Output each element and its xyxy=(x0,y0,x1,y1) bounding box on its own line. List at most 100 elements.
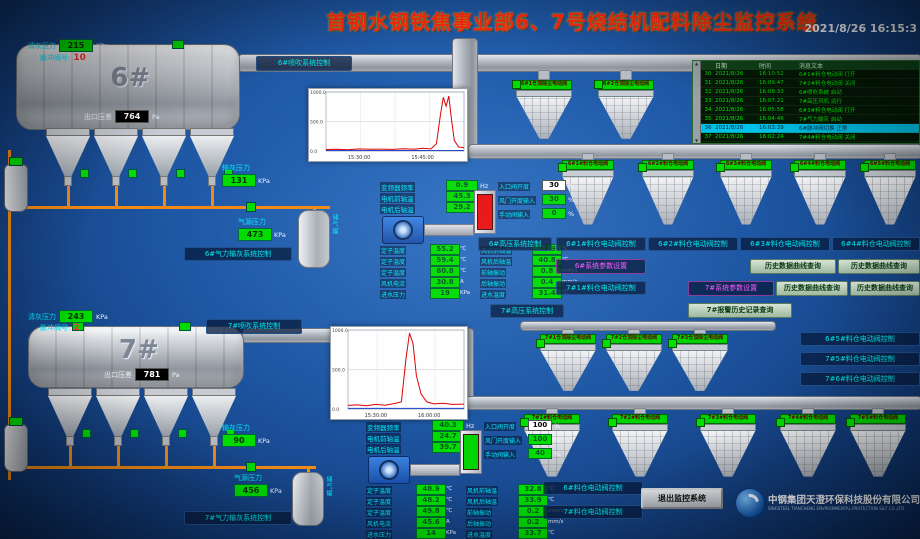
button-bot7[interactable]: 7#料仓电动阀控制 xyxy=(543,505,643,519)
air-tank-6-label: 储气罐 xyxy=(331,214,338,235)
clean-pressure-6-label: 清灰压力 xyxy=(28,41,56,50)
button-bot6[interactable]: 6#料仓电动阀控制 xyxy=(543,481,643,495)
fan6-damper-input[interactable]: 30 xyxy=(542,194,566,205)
fan7-damper-input[interactable]: 100 xyxy=(528,434,552,445)
funnel-groupB-3: 6#3#料仓电动阀 xyxy=(716,153,772,227)
hopper-stem xyxy=(64,176,72,186)
scroll-down-icon[interactable]: ▼ xyxy=(694,138,699,143)
fan6-manual-unit: % xyxy=(568,210,575,218)
ash-header-pipe-6 xyxy=(30,206,330,209)
exit-button[interactable]: 退出监控系统 xyxy=(641,488,723,509)
valve-indicator xyxy=(176,169,185,178)
fan6-row1-label: 电机前轴温 xyxy=(380,193,415,203)
button-v62[interactable]: 6#2#料仓电动阀控制 xyxy=(648,237,738,251)
fan7-inlet-input[interactable]: 100 xyxy=(528,420,552,431)
funnel-top xyxy=(780,423,836,431)
funnel-valve-label[interactable]: 6#2#料仓电动阀 xyxy=(642,160,694,170)
button-param6[interactable]: 6#系统参数设置 xyxy=(556,259,646,274)
funnel-valve-label[interactable]: 7#4#料仓电动阀 xyxy=(780,414,836,424)
funnel-duct-stub xyxy=(740,153,752,160)
hopper-stem xyxy=(208,176,216,186)
button-hp7[interactable]: 7#高压系统控制 xyxy=(490,304,564,318)
fan6-inlet-valve-indicator xyxy=(477,194,493,230)
fan6-manual-input[interactable]: 0 xyxy=(542,208,566,219)
alarm-cell: 31 xyxy=(704,80,712,86)
funnel-valve-label[interactable]: 7#2仓顶除尘电动阀 xyxy=(606,334,662,344)
valve-indicator xyxy=(668,339,677,348)
funnel-valve-label[interactable]: 7#5#料仓电动阀 xyxy=(850,414,906,424)
button-hist62[interactable]: 历史数据曲线查询 xyxy=(838,259,920,274)
button-v61[interactable]: 6#1#料仓电动阀控制 xyxy=(556,237,646,251)
funnel-valve-label[interactable]: 7#3仓顶除尘电动阀 xyxy=(672,334,728,344)
fan6-row2-label: 电机后轴温 xyxy=(380,204,415,214)
button-penchui7[interactable]: 7#喷吹系统控制 xyxy=(206,319,302,334)
svg-text:500.0: 500.0 xyxy=(332,368,345,374)
fan7-row2-label: 电机后轴温 xyxy=(366,444,401,454)
valve-indicator xyxy=(790,163,799,172)
fan7-manual-unit: % xyxy=(554,450,561,458)
funnel-valve-label[interactable]: 6#1#料仓电动阀 xyxy=(562,160,614,170)
fan6-left4-unit: KPa xyxy=(460,290,471,296)
funnel-valve-label[interactable]: 7#1仓顶除尘电动阀 xyxy=(540,334,596,344)
button-r3[interactable]: 7#6#料仓电动阀控制 xyxy=(800,372,920,386)
button-qili7[interactable]: 7#气力输灰系统控制 xyxy=(184,511,292,525)
funnel-valve-label[interactable]: 6#1仓顶除尘电动阀 xyxy=(516,80,572,90)
scroll-up-icon[interactable]: ▲ xyxy=(694,61,699,66)
alarm-cell: 2021/8/26 xyxy=(715,80,744,86)
funnel-valve-label[interactable]: 7#2#料仓电动阀 xyxy=(612,414,668,424)
button-penchui6[interactable]: 6#喷吹系统控制 xyxy=(256,56,352,71)
fan6-left3-unit: A xyxy=(460,279,464,285)
funnel-duct-stub xyxy=(620,70,632,80)
funnel-valve-label[interactable]: 6#2仓顶除尘电动阀 xyxy=(598,80,654,90)
button-hist72[interactable]: 历史数据曲线查询 xyxy=(850,281,920,296)
button-hp6[interactable]: 6#高压系统控制 xyxy=(478,237,552,251)
button-r2[interactable]: 7#5#料仓电动阀控制 xyxy=(800,352,920,366)
fan6-inlet-unit: % xyxy=(568,182,575,190)
svg-text:1000.0: 1000.0 xyxy=(310,90,326,96)
fan6-left3-value: 30.8 xyxy=(430,277,460,288)
fan7-right4-unit: ℃ xyxy=(548,530,555,536)
funnel-body xyxy=(516,96,572,139)
clean-pressure-7: 清灰压力 243 KPa xyxy=(28,310,108,323)
alarm-scrollbar[interactable]: ▲ ▼ xyxy=(693,61,701,143)
button-v71[interactable]: 7#1#料仓电动阀控制 xyxy=(556,281,646,295)
hopper-top xyxy=(142,128,186,136)
svg-text:15:45:00: 15:45:00 xyxy=(411,155,433,161)
fan7-damper-label: 风门开度输入 xyxy=(484,436,523,445)
alarm-cell: 16:10:52 xyxy=(759,71,784,77)
button-qili6[interactable]: 6#气力输灰系统控制 xyxy=(184,247,292,261)
funnel-valve-label[interactable]: 7#3#料仓电动阀 xyxy=(700,414,756,424)
fan7-left3-unit: A xyxy=(446,519,450,525)
button-hist61[interactable]: 历史数据曲线查询 xyxy=(750,259,836,274)
convey-pressure-7-label: 输灰压力 xyxy=(222,424,250,432)
button-alarmhist[interactable]: 7#报警历史记录查询 xyxy=(688,303,792,318)
button-v63[interactable]: 6#3#料仓电动阀控制 xyxy=(740,237,830,251)
button-param7[interactable]: 7#系统参数设置 xyxy=(688,281,774,296)
fan6-row0-label: 变频器频率 xyxy=(380,182,415,192)
alarm-cell: 16:08:33 xyxy=(759,89,784,95)
fan7-manual-input[interactable]: 40 xyxy=(528,448,552,459)
fan6-inlet-input[interactable]: 30 xyxy=(542,180,566,191)
outlet-dp-6-label: 出口压差 xyxy=(84,112,112,121)
funnel-valve-label[interactable]: 6#3#料仓电动阀 xyxy=(720,160,772,170)
funnel-top xyxy=(720,169,772,177)
button-v64[interactable]: 6#4#料仓电动阀控制 xyxy=(832,237,920,251)
button-r1[interactable]: 6#5#料仓电动阀控制 xyxy=(800,332,920,346)
funnel-valve-label[interactable]: 6#5#料仓电动阀 xyxy=(864,160,916,170)
button-hist71[interactable]: 历史数据曲线查询 xyxy=(776,281,848,296)
funnel-top xyxy=(516,89,572,97)
alarm-cell: 2021/8/26 xyxy=(715,89,744,95)
valve-indicator xyxy=(638,163,647,172)
valve-indicator xyxy=(602,339,611,348)
funnel-valve-label[interactable]: 6#4#料仓电动阀 xyxy=(794,160,846,170)
